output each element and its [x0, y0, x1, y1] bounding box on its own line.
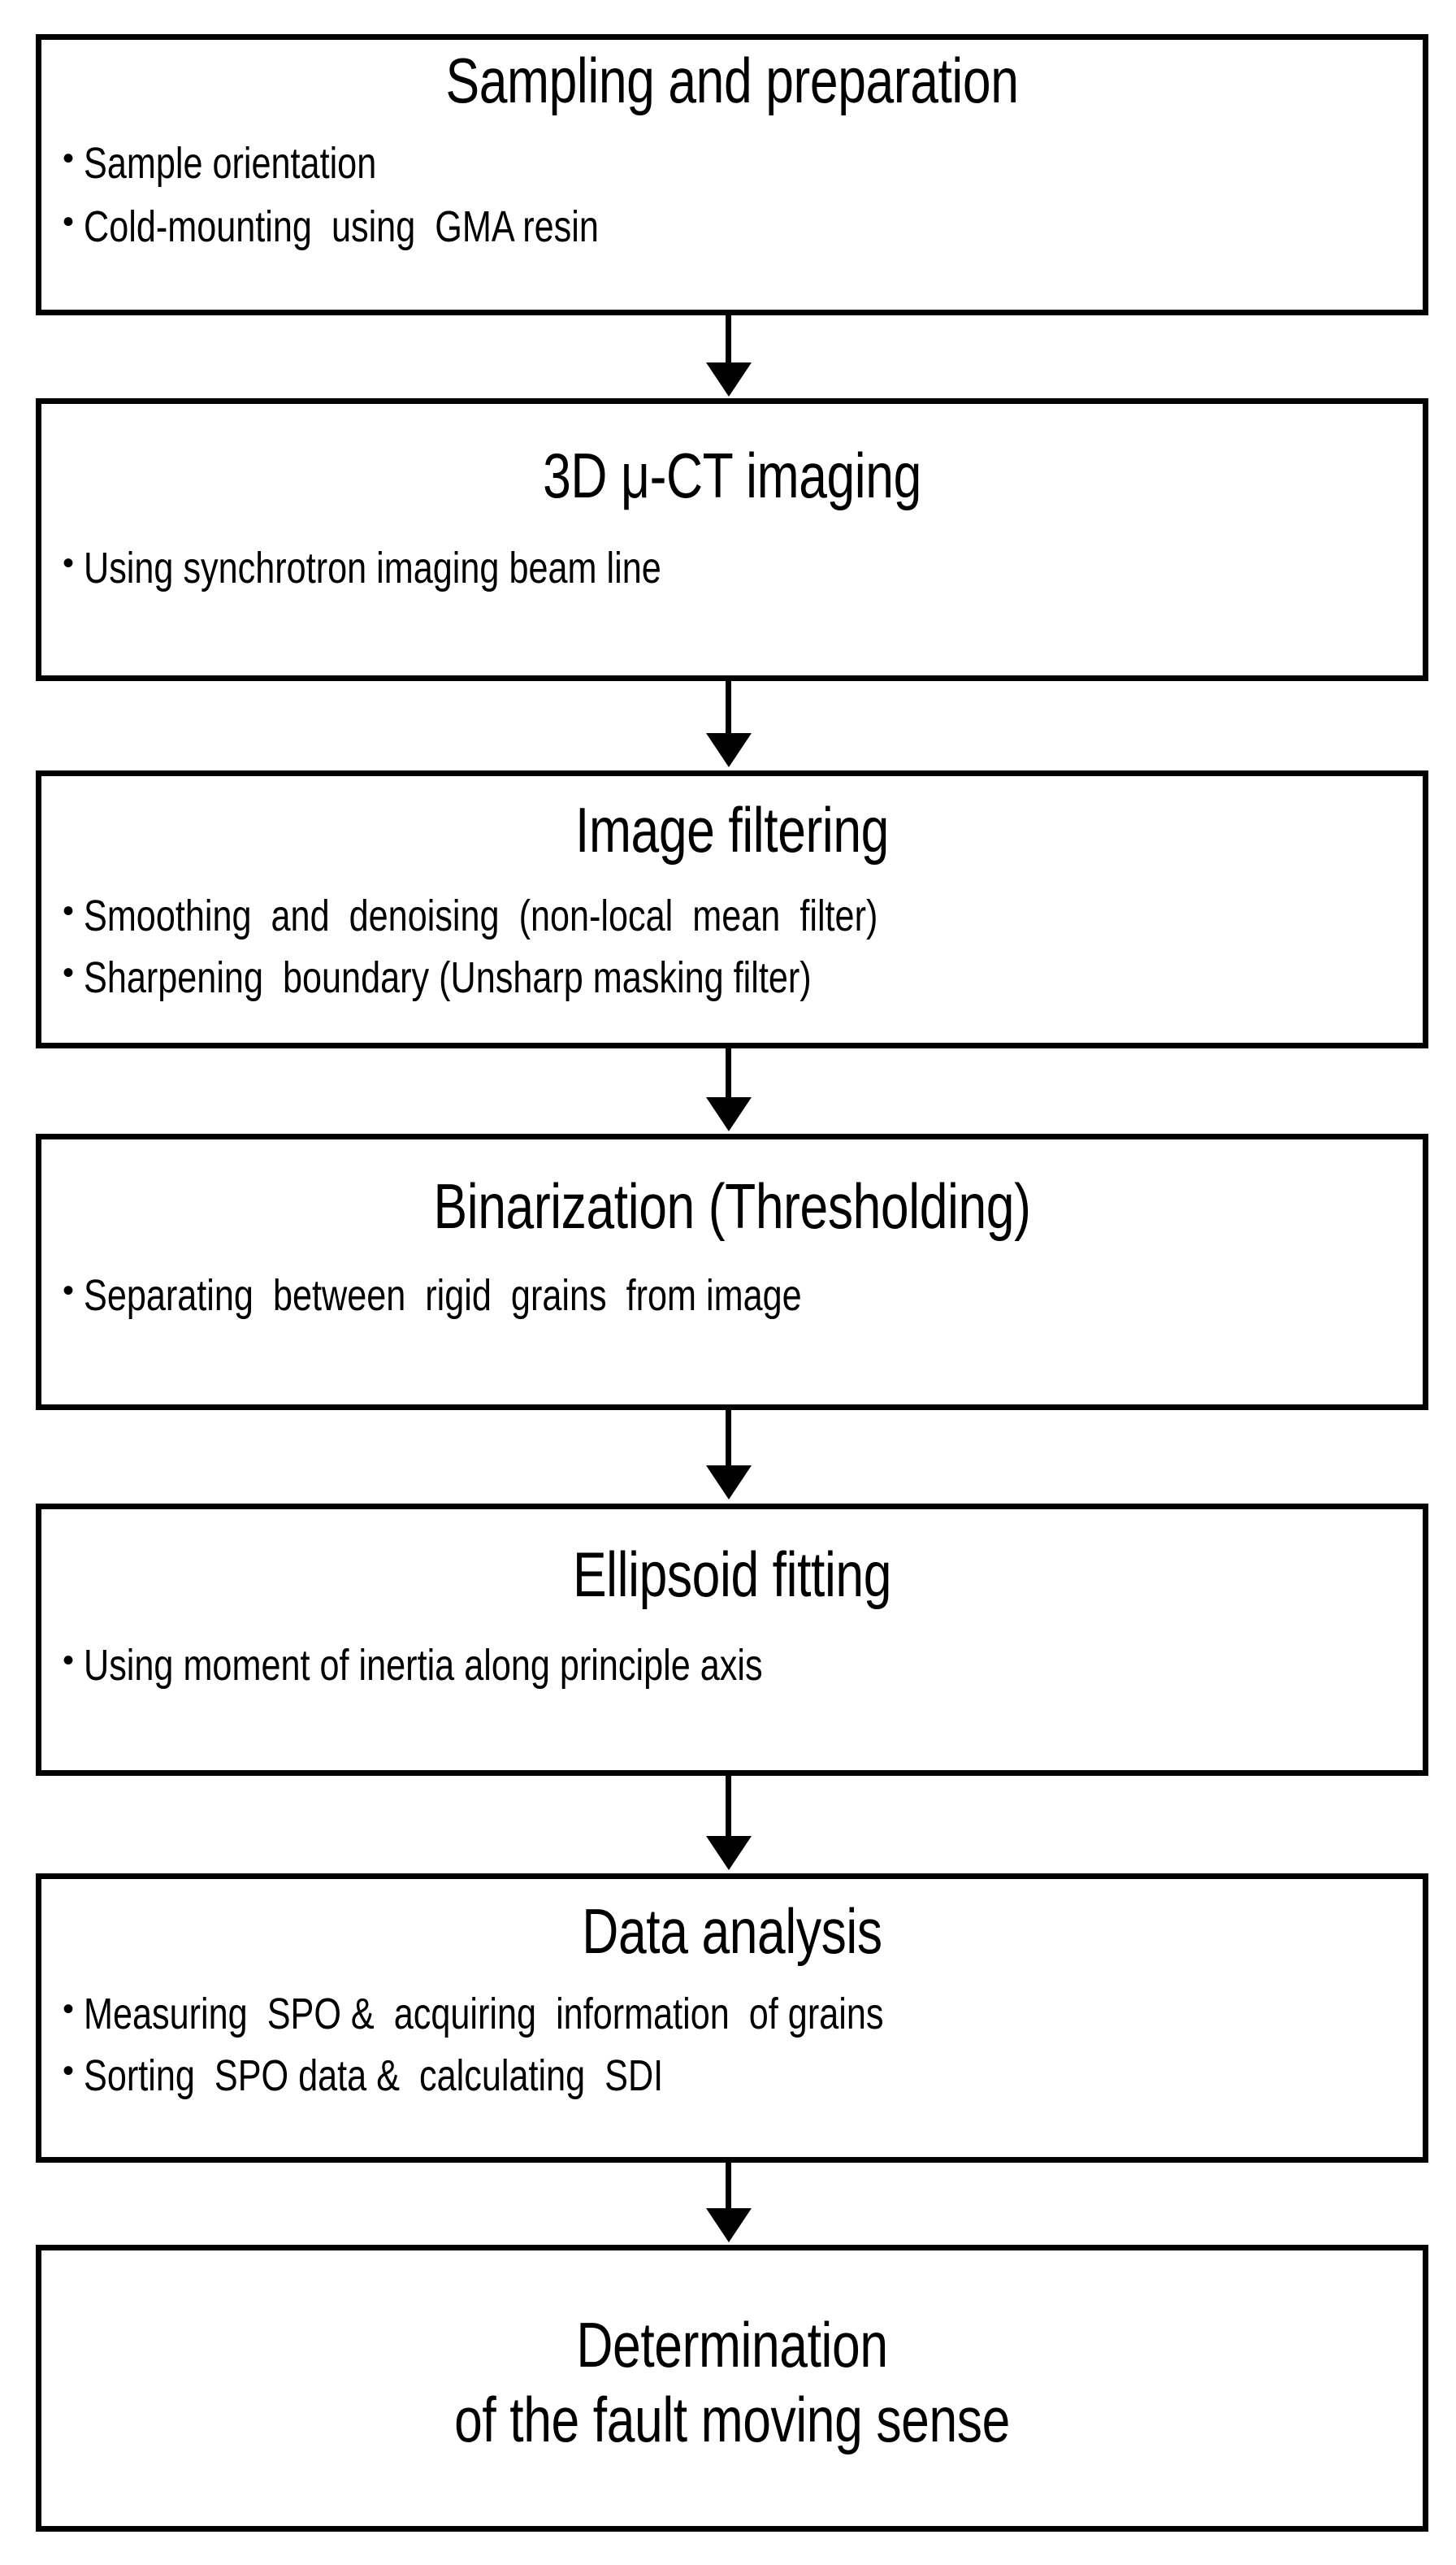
- bullet-dot-icon: •: [63, 1273, 75, 1309]
- arrow-shaft: [726, 2163, 731, 2210]
- bullet-text: Sharpening boundary (Unsharp masking fil…: [84, 953, 812, 1003]
- arrow-head-icon: [706, 2208, 752, 2242]
- arrow-head-icon: [706, 1097, 752, 1131]
- flow-step-3d-uct-imaging[interactable]: 3D μ-CT imaging • Using synchrotron imag…: [36, 398, 1428, 681]
- flow-step-image-filtering[interactable]: Image filtering • Smoothing and denoisin…: [36, 770, 1428, 1048]
- connector-arrow-2: [0, 681, 1456, 770]
- bullet-dot-icon: •: [63, 1643, 75, 1679]
- step-title: Sampling and preparation: [445, 45, 1019, 116]
- step-bullet-list: • Separating between rigid grains from i…: [41, 1274, 1423, 1317]
- bullet-dot-icon: •: [63, 893, 75, 930]
- step-title: Data analysis: [582, 1895, 882, 1967]
- arrow-shaft: [726, 1048, 731, 1099]
- flow-step-sampling-and-preparation[interactable]: Sampling and preparation • Sample orient…: [36, 34, 1428, 315]
- bullet-item: • Sample orientation: [63, 141, 1423, 185]
- bullet-dot-icon: •: [63, 204, 75, 241]
- arrow-shaft: [726, 315, 731, 364]
- step-bullet-list: • Measuring SPO & acquiring information …: [41, 1992, 1423, 2098]
- connector-arrow-3: [0, 1048, 1456, 1134]
- bullet-dot-icon: •: [63, 141, 75, 177]
- connector-arrow-1: [0, 315, 1456, 398]
- bullet-item: • Sharpening boundary (Unsharp masking f…: [63, 956, 1423, 1000]
- bullet-text: Smoothing and denoising (non-local mean …: [84, 892, 878, 941]
- arrow-shaft: [726, 681, 731, 735]
- connector-arrow-4: [0, 1410, 1456, 1504]
- bullet-item: • Measuring SPO & acquiring information …: [63, 1992, 1423, 2036]
- bullet-text: Using moment of inertia along principle …: [84, 1641, 763, 1690]
- flow-step-binarization-thresholding[interactable]: Binarization (Thresholding) • Separating…: [36, 1134, 1428, 1410]
- arrow-head-icon: [706, 362, 752, 397]
- bullet-text: Separating between rigid grains from ima…: [84, 1271, 802, 1321]
- bullet-item: • Cold-mounting using GMA resin: [63, 205, 1423, 249]
- step-bullet-list: • Sample orientation • Cold-mounting usi…: [41, 141, 1423, 249]
- step-title: Image filtering: [575, 794, 889, 866]
- step-bullet-list: • Smoothing and denoising (non-local mea…: [41, 894, 1423, 1000]
- step-bullet-list: • Using moment of inertia along principl…: [41, 1643, 1423, 1687]
- step-title: Determination of the fault moving sense: [454, 2309, 1010, 2456]
- arrow-head-icon: [706, 1836, 752, 1870]
- step-title: Binarization (Thresholding): [433, 1170, 1031, 1242]
- connector-arrow-5: [0, 1776, 1456, 1873]
- flow-step-data-analysis[interactable]: Data analysis • Measuring SPO & acquirin…: [36, 1873, 1428, 2163]
- bullet-dot-icon: •: [63, 2053, 75, 2090]
- step-title: 3D μ-CT imaging: [543, 440, 921, 511]
- bullet-text: Sorting SPO data & calculating SDI: [84, 2051, 664, 2101]
- arrow-shaft: [726, 1410, 731, 1467]
- bullet-text: Cold-mounting using GMA resin: [84, 202, 599, 252]
- arrow-shaft: [726, 1776, 731, 1838]
- bullet-dot-icon: •: [63, 1991, 75, 2028]
- bullet-item: • Smoothing and denoising (non-local mea…: [63, 894, 1423, 938]
- bullet-dot-icon: •: [63, 955, 75, 992]
- flow-step-determination-of-fault-moving-sense[interactable]: Determination of the fault moving sense: [36, 2245, 1428, 2532]
- bullet-item: • Separating between rigid grains from i…: [63, 1274, 1423, 1317]
- bullet-dot-icon: •: [63, 545, 75, 582]
- bullet-item: • Sorting SPO data & calculating SDI: [63, 2054, 1423, 2098]
- flow-step-ellipsoid-fitting[interactable]: Ellipsoid fitting • Using moment of iner…: [36, 1504, 1428, 1776]
- bullet-text: Measuring SPO & acquiring information of…: [84, 1990, 884, 2039]
- step-bullet-list: • Using synchrotron imaging beam line: [41, 546, 1423, 590]
- bullet-item: • Using synchrotron imaging beam line: [63, 546, 1423, 590]
- arrow-head-icon: [706, 1465, 752, 1500]
- bullet-item: • Using moment of inertia along principl…: [63, 1643, 1423, 1687]
- step-title: Ellipsoid fitting: [572, 1539, 892, 1610]
- bullet-text: Sample orientation: [84, 139, 377, 189]
- bullet-text: Using synchrotron imaging beam line: [84, 544, 661, 593]
- connector-arrow-6: [0, 2163, 1456, 2245]
- arrow-head-icon: [706, 733, 752, 767]
